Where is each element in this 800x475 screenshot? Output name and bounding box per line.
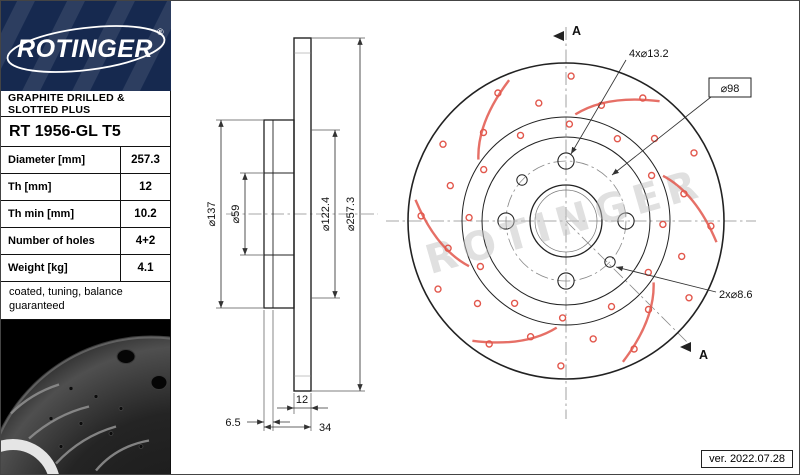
logo-registered-icon: ® — [157, 27, 164, 37]
sidebar: ROTINGER ® GRAPHITE DRILLED & SLOTTED PL… — [1, 1, 171, 474]
dim-diameter-122: ⌀122.4 — [311, 129, 340, 299]
outer-circle — [407, 62, 725, 380]
version-badge: ver. 2022.07.28 — [701, 450, 793, 468]
spec-label: Diameter [mm] — [8, 154, 86, 166]
front-view: ROTINGER 4x⌀13.2 ⌀98 2x⌀8.6 — [386, 24, 756, 419]
section-marker-bottom: A — [680, 342, 708, 362]
spec-value: 10.2 — [120, 201, 170, 227]
bolt-hole — [557, 272, 575, 290]
svg-text:34: 34 — [319, 422, 331, 434]
photo-highlight-arc — [1, 439, 59, 474]
photo-bolt-hole — [116, 349, 136, 364]
svg-text:⌀98: ⌀98 — [721, 83, 740, 95]
rotinger-logo: ROTINGER ® — [1, 1, 171, 91]
service-hole — [604, 256, 616, 268]
label-bolt-circle: ⌀98 — [611, 77, 752, 176]
photo-disc — [1, 335, 170, 474]
svg-text:A: A — [699, 348, 708, 362]
spec-label: Weight [kg] — [8, 262, 68, 274]
svg-text:12: 12 — [296, 394, 308, 406]
svg-text:2x⌀8.6: 2x⌀8.6 — [719, 289, 753, 301]
technical-drawing: ⌀137 ⌀59 ⌀122.4 — [171, 1, 799, 474]
svg-text:⌀137: ⌀137 — [206, 202, 218, 227]
svg-text:4x⌀13.2: 4x⌀13.2 — [629, 48, 669, 60]
dim-width-6-5: 6.5 — [225, 417, 290, 429]
svg-text:⌀257.3: ⌀257.3 — [345, 197, 357, 231]
spec-row: Th min [mm] 10.2 — [1, 201, 170, 228]
hat-circle — [481, 136, 651, 306]
svg-text:6.5: 6.5 — [225, 417, 240, 429]
spec-value: 257.3 — [120, 147, 170, 173]
spec-row: Diameter [mm] 257.3 — [1, 147, 170, 174]
dim-diameter-59: ⌀59 — [230, 172, 264, 256]
product-note: coated, tuning, balance guaranteed — [1, 282, 170, 320]
spec-label: Th min [mm] — [8, 208, 74, 220]
photo-slot-marks — [10, 383, 150, 472]
photo-drill-dimples — [48, 386, 144, 449]
drawing-canvas: ⌀137 ⌀59 ⌀122.4 — [206, 24, 756, 434]
spec-label: Number of holes — [8, 235, 95, 247]
center-bore — [529, 184, 603, 258]
photo-disc-edge — [1, 336, 170, 435]
spec-value: 12 — [120, 174, 170, 200]
spec-row: Number of holes 4+2 — [1, 228, 170, 255]
spec-label: Th [mm] — [8, 181, 52, 193]
dim-thickness-12: 12 — [277, 393, 328, 414]
spec-row: Th [mm] 12 — [1, 174, 170, 201]
spec-value: 4+2 — [120, 228, 170, 254]
rotinger-logo-graphic: ROTINGER ® — [1, 1, 171, 91]
spec-table: Diameter [mm] 257.3 Th [mm] 12 Th min [m… — [1, 147, 170, 282]
svg-text:⌀122.4: ⌀122.4 — [320, 197, 332, 231]
label-service-holes: 2x⌀8.6 — [615, 266, 753, 301]
section-marker-top: A — [553, 24, 581, 41]
logo-stripes — [1, 1, 171, 91]
brake-disc-photo — [1, 320, 170, 474]
bore-chamfer — [534, 189, 598, 253]
logo-background — [1, 1, 171, 91]
product-photo — [1, 320, 170, 474]
part-number: RT 1956-GL T5 — [1, 117, 170, 147]
friction-inner-circle — [461, 116, 671, 326]
section-view: ⌀137 ⌀59 ⌀122.4 — [206, 37, 378, 434]
logo-swoosh — [6, 25, 166, 73]
bolt-circle — [505, 160, 627, 282]
drill-pattern — [417, 72, 715, 370]
spec-value: 4.1 — [120, 255, 170, 281]
series-label: GRAPHITE DRILLED & SLOTTED PLUS — [1, 91, 170, 117]
section-cut-diagonal — [565, 220, 694, 349]
spec-row: Weight [kg] 4.1 — [1, 255, 170, 282]
dim-width-34: 34 — [263, 310, 331, 434]
dim-diameter-257: ⌀257.3 — [311, 37, 365, 392]
photo-bolt-hole — [150, 375, 168, 390]
service-hole — [516, 174, 528, 186]
slot-pattern — [414, 79, 718, 363]
dim-diameter-137: ⌀137 — [206, 119, 264, 309]
logo-text: ROTINGER — [17, 35, 153, 63]
disc-plate-outline — [293, 37, 312, 392]
svg-text:⌀59: ⌀59 — [230, 205, 242, 224]
watermark: ROTINGER — [420, 160, 709, 283]
bolt-hole — [497, 212, 515, 230]
bolt-hole — [557, 152, 575, 170]
bolt-hole — [617, 212, 635, 230]
svg-text:A: A — [572, 24, 581, 38]
label-bolt-holes: 4x⌀13.2 — [570, 48, 669, 155]
